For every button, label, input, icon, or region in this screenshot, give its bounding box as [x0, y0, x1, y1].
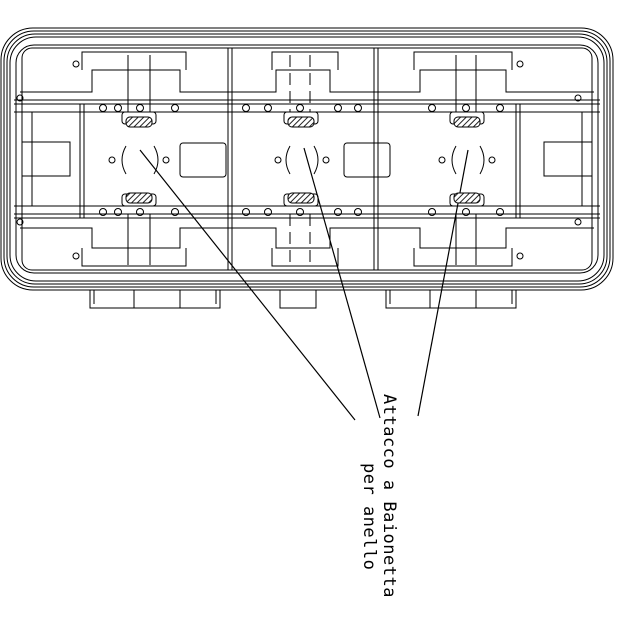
- rail-holes: [16, 60, 582, 260]
- bayonet-column-1: [121, 55, 157, 265]
- side-pockets: [21, 104, 593, 218]
- bottom-tabs: [89, 290, 517, 309]
- windows: [179, 142, 391, 178]
- bayonet-column-2: [283, 55, 319, 265]
- bayonet-arcs: [108, 145, 496, 175]
- callout-line-2: per anello: [359, 463, 379, 571]
- callout-line-1: Attacco a Baionetta: [379, 394, 399, 598]
- bayonet-column-3: [449, 55, 485, 265]
- dividers: [227, 48, 379, 270]
- inner-frame: [20, 47, 594, 271]
- rails: [14, 99, 600, 219]
- enclosure-outline: [0, 27, 614, 291]
- bayonet-clips: [125, 116, 481, 204]
